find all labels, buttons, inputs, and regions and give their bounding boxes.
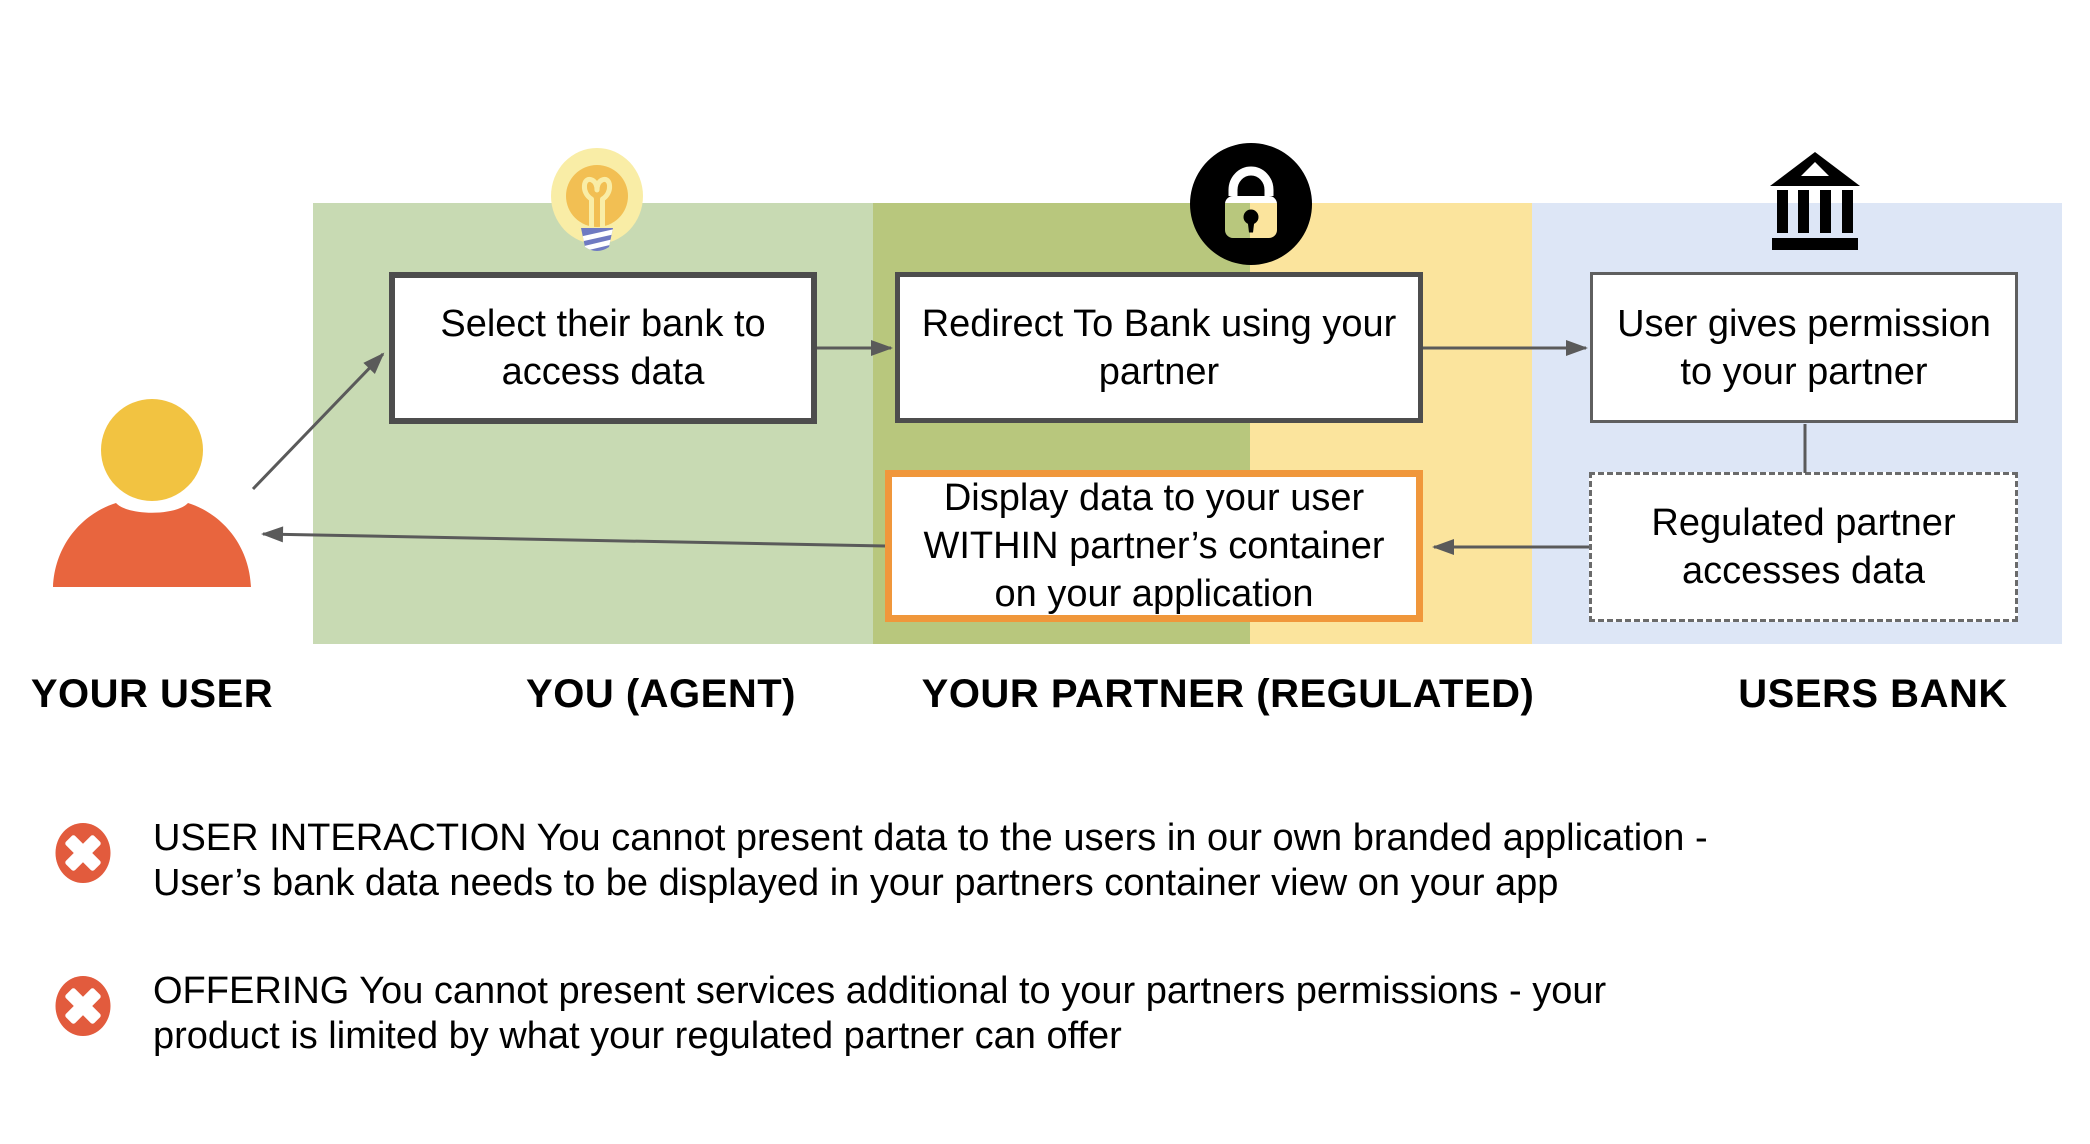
flow-box-regulated-access: Regulated partner accesses data <box>1589 472 2018 622</box>
flow-box-user-permission: User gives permission to your partner <box>1590 272 2018 423</box>
flow-box-text: Select their bank to access data <box>440 303 766 393</box>
flow-box-redirect-to-bank: Redirect To Bank using your partner <box>895 272 1423 423</box>
lane-label-your-user: YOUR USER <box>30 672 274 716</box>
lock-icon <box>1190 143 1313 265</box>
note-offering: OFFERING You cannot present services add… <box>153 970 1607 1057</box>
lane-label-users-bank: USERS BANK <box>1738 672 2008 716</box>
lane-label-you-agent: YOU (AGENT) <box>526 672 796 716</box>
error-x-icon <box>55 823 111 883</box>
lane-label-your-partner: YOUR PARTNER (REGULATED) <box>921 672 1535 716</box>
error-x-icon <box>55 976 111 1036</box>
bank-icon <box>1770 152 1860 250</box>
flow-box-select-bank: Select their bank to access data <box>389 272 817 424</box>
flow-box-text: Redirect To Bank using your partner <box>921 302 1397 393</box>
flow-box-display-data: Display data to your user WITHIN partner… <box>885 470 1423 622</box>
note-user-interaction: USER INTERACTION You cannot present data… <box>153 817 1708 904</box>
flow-box-text: User gives permission to your partner <box>1617 302 1991 393</box>
flow-box-text: Display data to your user WITHIN partner… <box>923 477 1385 615</box>
flow-box-text: Regulated partner accesses data <box>1651 502 1956 592</box>
person-icon <box>53 399 251 587</box>
lightbulb-icon <box>551 148 643 251</box>
